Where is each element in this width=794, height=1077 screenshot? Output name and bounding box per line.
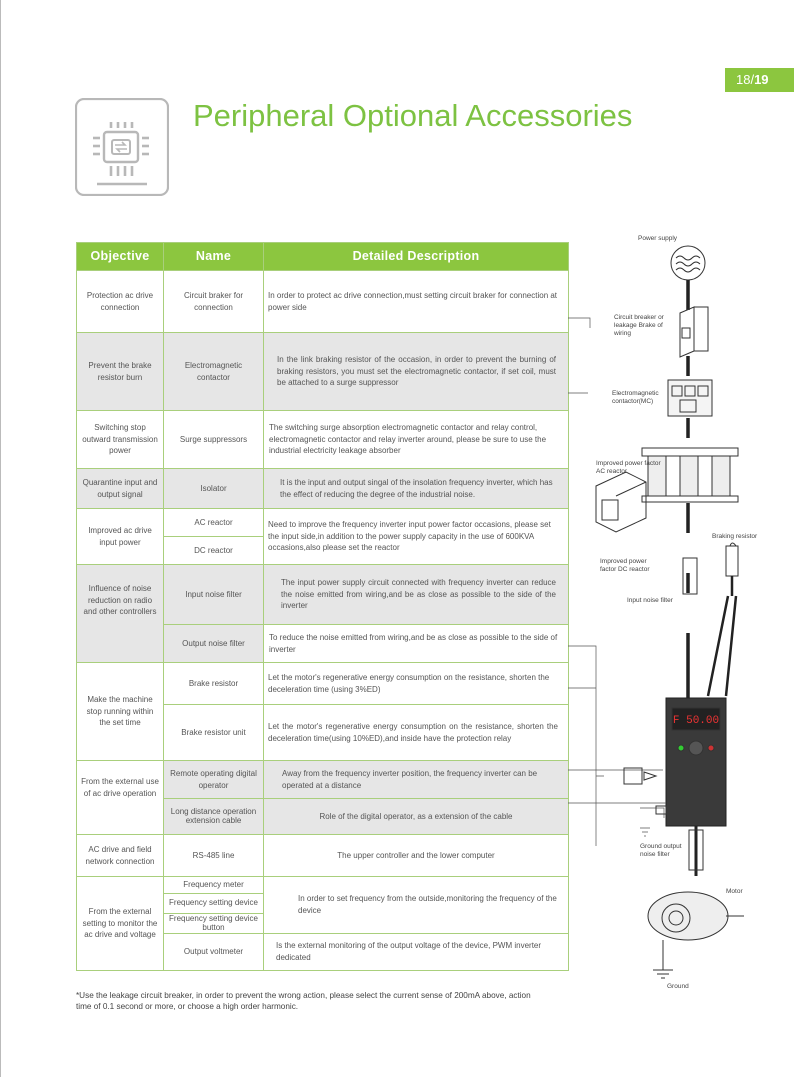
table-row: From the external use of ac drive operat… bbox=[76, 760, 569, 835]
output-filter-icon bbox=[688, 829, 704, 871]
table-row: Make the machine stop running within the… bbox=[76, 662, 569, 761]
label-input-filter: Input noise filter bbox=[627, 597, 673, 604]
description-cell: Role of the digital operator, as a exten… bbox=[263, 798, 569, 835]
table-row: Frequency setting device bbox=[77, 893, 569, 914]
label-output-filter: Ground output noise filter bbox=[640, 843, 682, 858]
name-cell: Frequency setting device button bbox=[163, 913, 264, 934]
name-cell: Frequency meter bbox=[163, 876, 264, 894]
description-cell: Need to improve the frequency inverter i… bbox=[263, 508, 569, 565]
name-cell: Remote operating digital operator bbox=[163, 760, 264, 799]
accessories-table: Objective Name Detailed Description Prot… bbox=[76, 242, 569, 971]
objective-cell: Make the machine stop running within the… bbox=[76, 662, 164, 761]
name-cell: AC reactor bbox=[163, 508, 264, 537]
name-cell: Isolator bbox=[163, 468, 264, 509]
power-supply-icon bbox=[670, 245, 706, 281]
header-name: Name bbox=[163, 242, 264, 271]
header-objective: Objective bbox=[76, 242, 164, 271]
description-cell: In the link braking resistor of the occa… bbox=[263, 332, 569, 411]
objective-cell: Influence of noise reduction on radio an… bbox=[76, 564, 164, 663]
name-cell: Circuit braker for connection bbox=[163, 270, 264, 333]
objective-cell: From the external setting to monitor the… bbox=[76, 876, 164, 971]
name-cell: Output voltmeter bbox=[163, 933, 264, 971]
ground-icon bbox=[653, 940, 673, 979]
label-braking-resistor: Braking resistor bbox=[712, 533, 758, 540]
dc-reactor-icon bbox=[682, 557, 698, 595]
objective-cell: Switching stop outward transmission powe… bbox=[76, 410, 164, 469]
table-row: DC reactor bbox=[77, 536, 569, 565]
name-cell: Input noise filter bbox=[163, 564, 264, 625]
description-cell: The switching surge absorption electroma… bbox=[263, 410, 569, 469]
label-power-supply: Power supply bbox=[638, 235, 678, 242]
name-cell: Surge suppressors bbox=[163, 410, 264, 469]
table-row: Prevent the brake resistor burn Electrom… bbox=[76, 332, 569, 411]
description-cell: Is the external monitoring of the output… bbox=[263, 933, 569, 971]
circuit-chip-icon bbox=[75, 98, 169, 196]
objective-cell: Quarantine input and output signal bbox=[76, 468, 164, 509]
page-number-badge: 18/19 bbox=[725, 68, 794, 92]
contactor-icon bbox=[667, 379, 713, 417]
header-description: Detailed Description bbox=[263, 242, 569, 271]
objective-cell: From the external use of ac drive operat… bbox=[76, 760, 164, 835]
page-title: Peripheral Optional Accessories bbox=[193, 98, 633, 133]
name-cell: Brake resistor bbox=[163, 662, 264, 705]
ac-reactor-icon bbox=[641, 447, 739, 457]
label-dc-reactor: Improved power factor DC reactor bbox=[600, 558, 650, 573]
table-row: Switching stop outward transmission powe… bbox=[76, 410, 569, 469]
name-cell: RS-485 line bbox=[163, 834, 264, 877]
table-row: Improved ac drive input power AC reactor… bbox=[76, 508, 569, 565]
inverter-display: F 50.00 bbox=[673, 715, 719, 727]
page-left-edge bbox=[0, 0, 1, 1077]
braking-resistor-icon bbox=[725, 542, 739, 577]
footnote: *Use the leakage circuit breaker, in ord… bbox=[76, 991, 531, 1011]
table-row: Output noise filter To reduce the noise … bbox=[77, 624, 569, 663]
name-cell: Electromagnetic contactor bbox=[163, 332, 264, 411]
table-header-row: Objective Name Detailed Description bbox=[76, 242, 569, 271]
description-cell: The upper controller and the lower compu… bbox=[263, 834, 569, 877]
description-cell: Let the motor's regenerative energy cons… bbox=[263, 662, 569, 705]
objective-cell: Improved ac drive input power bbox=[76, 508, 164, 565]
name-cell: Long distance operation extension cable bbox=[163, 798, 264, 835]
label-ground: Ground bbox=[667, 983, 689, 990]
table-row: Quarantine input and output signal Isola… bbox=[76, 468, 569, 509]
page-current: 18/ bbox=[736, 72, 755, 87]
table-row: Influence of noise reduction on radio an… bbox=[76, 564, 569, 663]
table-row: Protection ac drive connection Circuit b… bbox=[76, 270, 569, 333]
motor-icon bbox=[647, 891, 729, 941]
label-breaker: Circuit breaker or leakage Brake of wiri… bbox=[614, 314, 664, 337]
description-cell: It is the input and output singal of the… bbox=[263, 468, 569, 509]
description-cell: Let the motor's regenerative energy cons… bbox=[263, 704, 569, 761]
name-cell: Brake resistor unit bbox=[163, 704, 264, 761]
name-cell: DC reactor bbox=[163, 536, 264, 565]
description-cell: To reduce the noise emitted from wiring,… bbox=[263, 624, 569, 663]
objective-cell: Protection ac drive connection bbox=[76, 270, 164, 333]
name-cell: Frequency setting device bbox=[163, 893, 264, 914]
objective-cell: Prevent the brake resistor burn bbox=[76, 332, 164, 411]
description-cell: In order to set frequency from the outsi… bbox=[263, 876, 569, 934]
description-cell: Away from the frequency inverter positio… bbox=[263, 760, 569, 799]
page-total: 19 bbox=[754, 72, 769, 87]
label-contactor: Electromagnetic contactor(MC) bbox=[612, 390, 659, 405]
name-cell: Output noise filter bbox=[163, 624, 264, 663]
description-cell: In order to protect ac drive connection,… bbox=[263, 270, 569, 333]
wiring-diagram: F 50.00 bbox=[568, 245, 744, 979]
label-motor: Motor bbox=[726, 888, 743, 895]
description-cell: The input power supply circuit connected… bbox=[263, 564, 569, 625]
circuit-breaker-icon bbox=[679, 306, 709, 358]
table-row: From the external setting to monitor the… bbox=[76, 876, 569, 971]
table-row: AC drive and field network connection RS… bbox=[76, 834, 569, 877]
table-row: Output voltmeter Is the external monitor… bbox=[77, 933, 569, 971]
table-row: Long distance operation extension cable … bbox=[77, 798, 569, 835]
label-ac-reactor: Improved power factor AC reactor bbox=[596, 460, 661, 475]
objective-cell: AC drive and field network connection bbox=[76, 834, 164, 877]
